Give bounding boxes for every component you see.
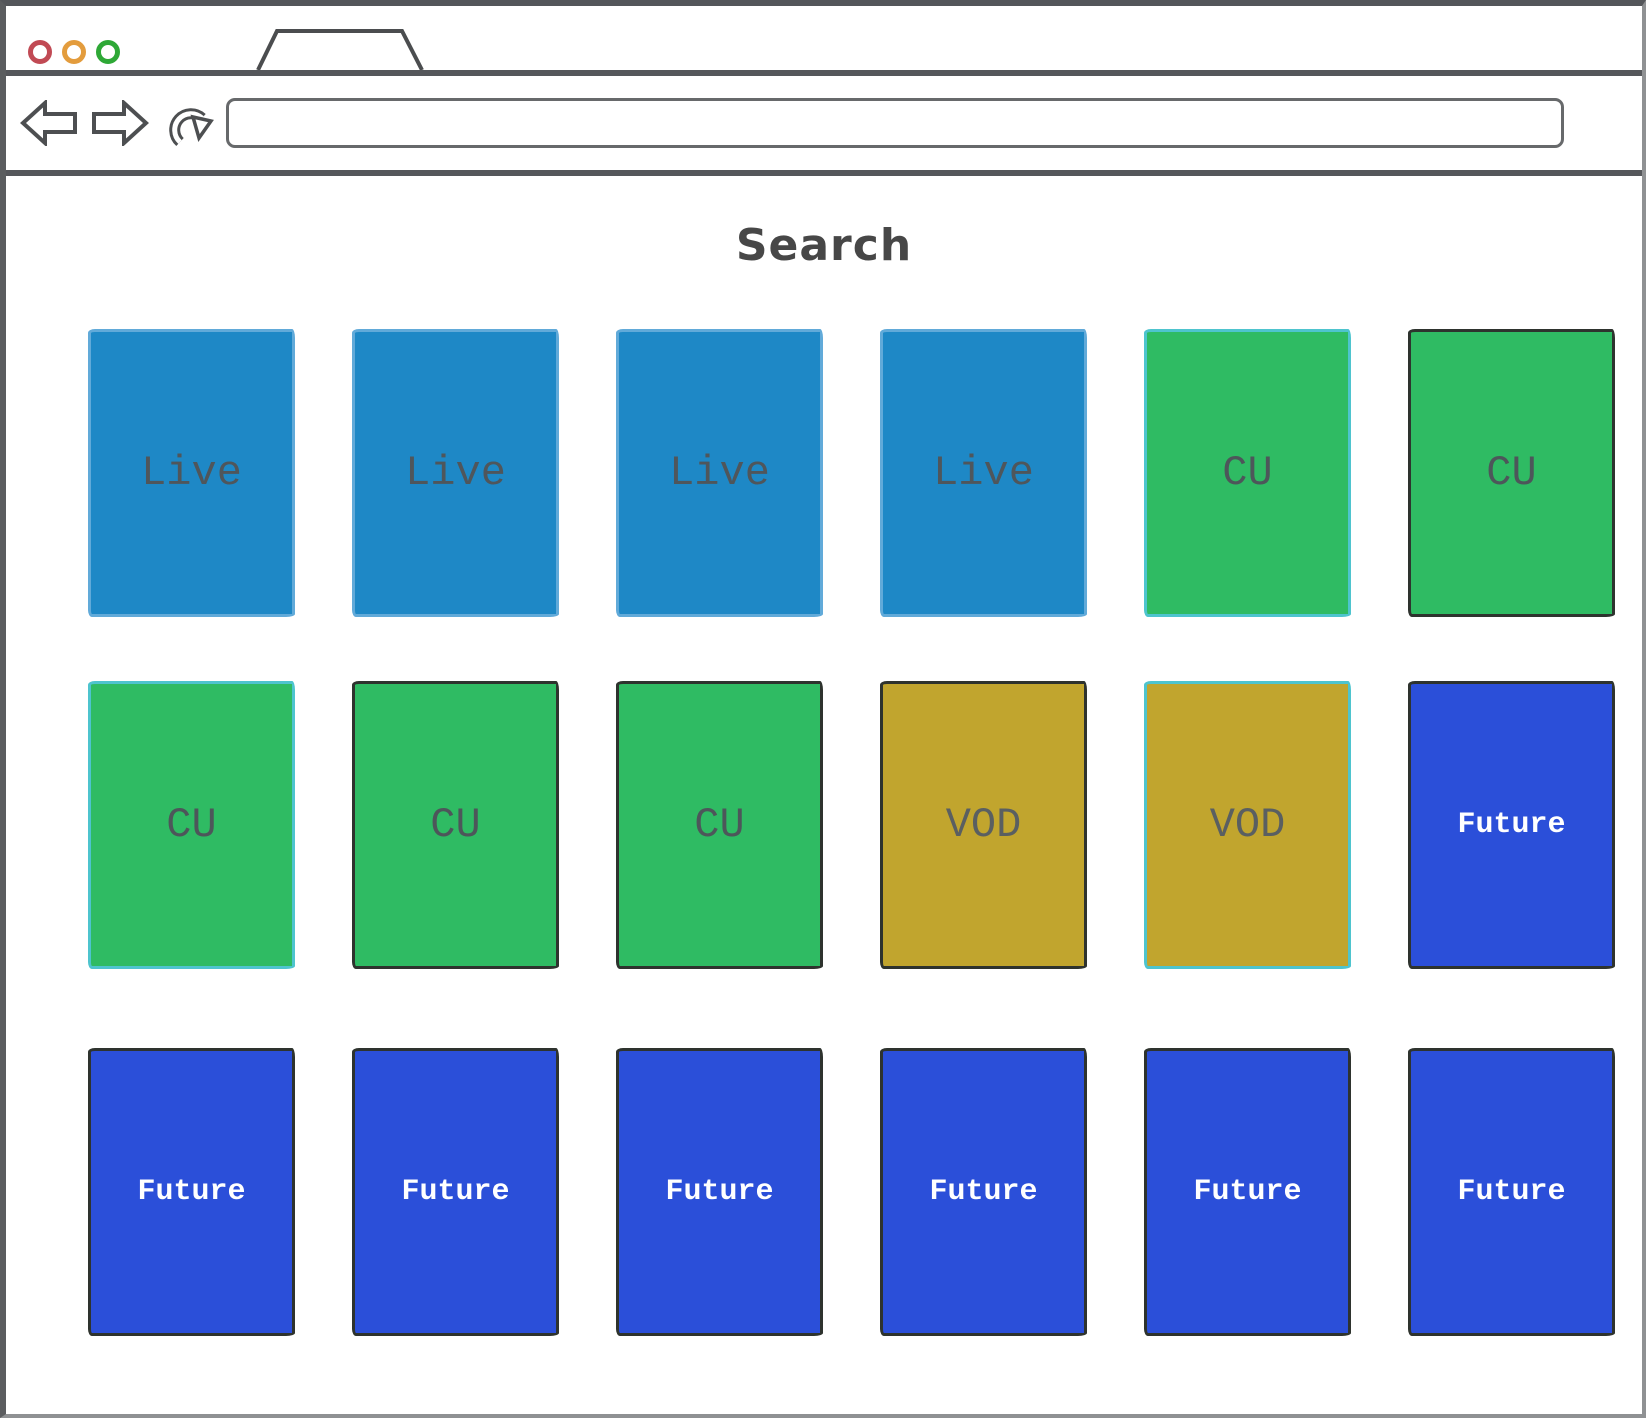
tile-label: Live [405, 449, 506, 497]
browser-tab[interactable] [254, 28, 426, 70]
tile-future[interactable]: Future [1408, 681, 1615, 969]
browser-toolbar [6, 76, 1642, 176]
tile-future[interactable]: Future [616, 1048, 823, 1336]
tile-label: VOD [945, 801, 1022, 849]
tile-vod[interactable]: VOD [1144, 681, 1351, 969]
tile-label: VOD [1209, 801, 1286, 849]
tile-label: CU [430, 801, 481, 849]
tile-label: Future [1457, 808, 1566, 842]
tile-future[interactable]: Future [1408, 1048, 1615, 1336]
tile-row-1: Live Live Live Live CU CU [88, 329, 1615, 617]
tile-live[interactable]: Live [616, 329, 823, 617]
tile-label: Live [933, 449, 1034, 497]
tile-cu[interactable]: CU [352, 681, 559, 969]
tile-live[interactable]: Live [88, 329, 295, 617]
tile-label: Future [665, 1175, 774, 1209]
tile-label: CU [1486, 449, 1537, 497]
tile-label: CU [166, 801, 217, 849]
page-title: Search [735, 220, 913, 271]
tile-label: Live [141, 449, 242, 497]
tile-future[interactable]: Future [1144, 1048, 1351, 1336]
tile-label: Live [669, 449, 770, 497]
tile-grid: Live Live Live Live CU CU CU CU CU VOD V… [6, 329, 1642, 1336]
tile-label: CU [694, 801, 745, 849]
tile-label: Future [137, 1175, 246, 1209]
tile-row-3: Future Future Future Future Future Futur… [88, 1048, 1615, 1336]
reload-icon [169, 108, 214, 147]
tile-cu[interactable]: CU [1144, 329, 1351, 617]
tile-future[interactable]: Future [880, 1048, 1087, 1336]
tile-live[interactable]: Live [880, 329, 1087, 617]
window-maximize-button[interactable] [96, 40, 120, 64]
forward-button[interactable] [91, 100, 149, 146]
tile-label: Future [1457, 1175, 1566, 1209]
window-close-button[interactable] [28, 40, 52, 64]
back-button[interactable] [20, 100, 78, 146]
tile-label: CU [1222, 449, 1273, 497]
tile-vod[interactable]: VOD [880, 681, 1087, 969]
tile-cu[interactable]: CU [616, 681, 823, 969]
forward-arrow-icon [92, 100, 149, 146]
tile-label: Future [1193, 1175, 1302, 1209]
page-content: Search Live Live Live Live CU CU CU CU C… [6, 220, 1642, 1336]
tile-future[interactable]: Future [88, 1048, 295, 1336]
window-minimize-button[interactable] [62, 40, 86, 64]
tile-live[interactable]: Live [352, 329, 559, 617]
window-controls [28, 40, 120, 64]
tile-future[interactable]: Future [352, 1048, 559, 1336]
address-bar-input[interactable] [226, 98, 1564, 148]
tile-cu[interactable]: CU [1408, 329, 1615, 617]
tile-label: Future [401, 1175, 510, 1209]
back-arrow-icon [20, 100, 77, 146]
tile-cu[interactable]: CU [88, 681, 295, 969]
tile-row-2: CU CU CU VOD VOD Future [88, 681, 1615, 969]
tile-label: Future [929, 1175, 1038, 1209]
reload-button[interactable] [162, 95, 214, 151]
browser-titlebar [6, 6, 1642, 76]
